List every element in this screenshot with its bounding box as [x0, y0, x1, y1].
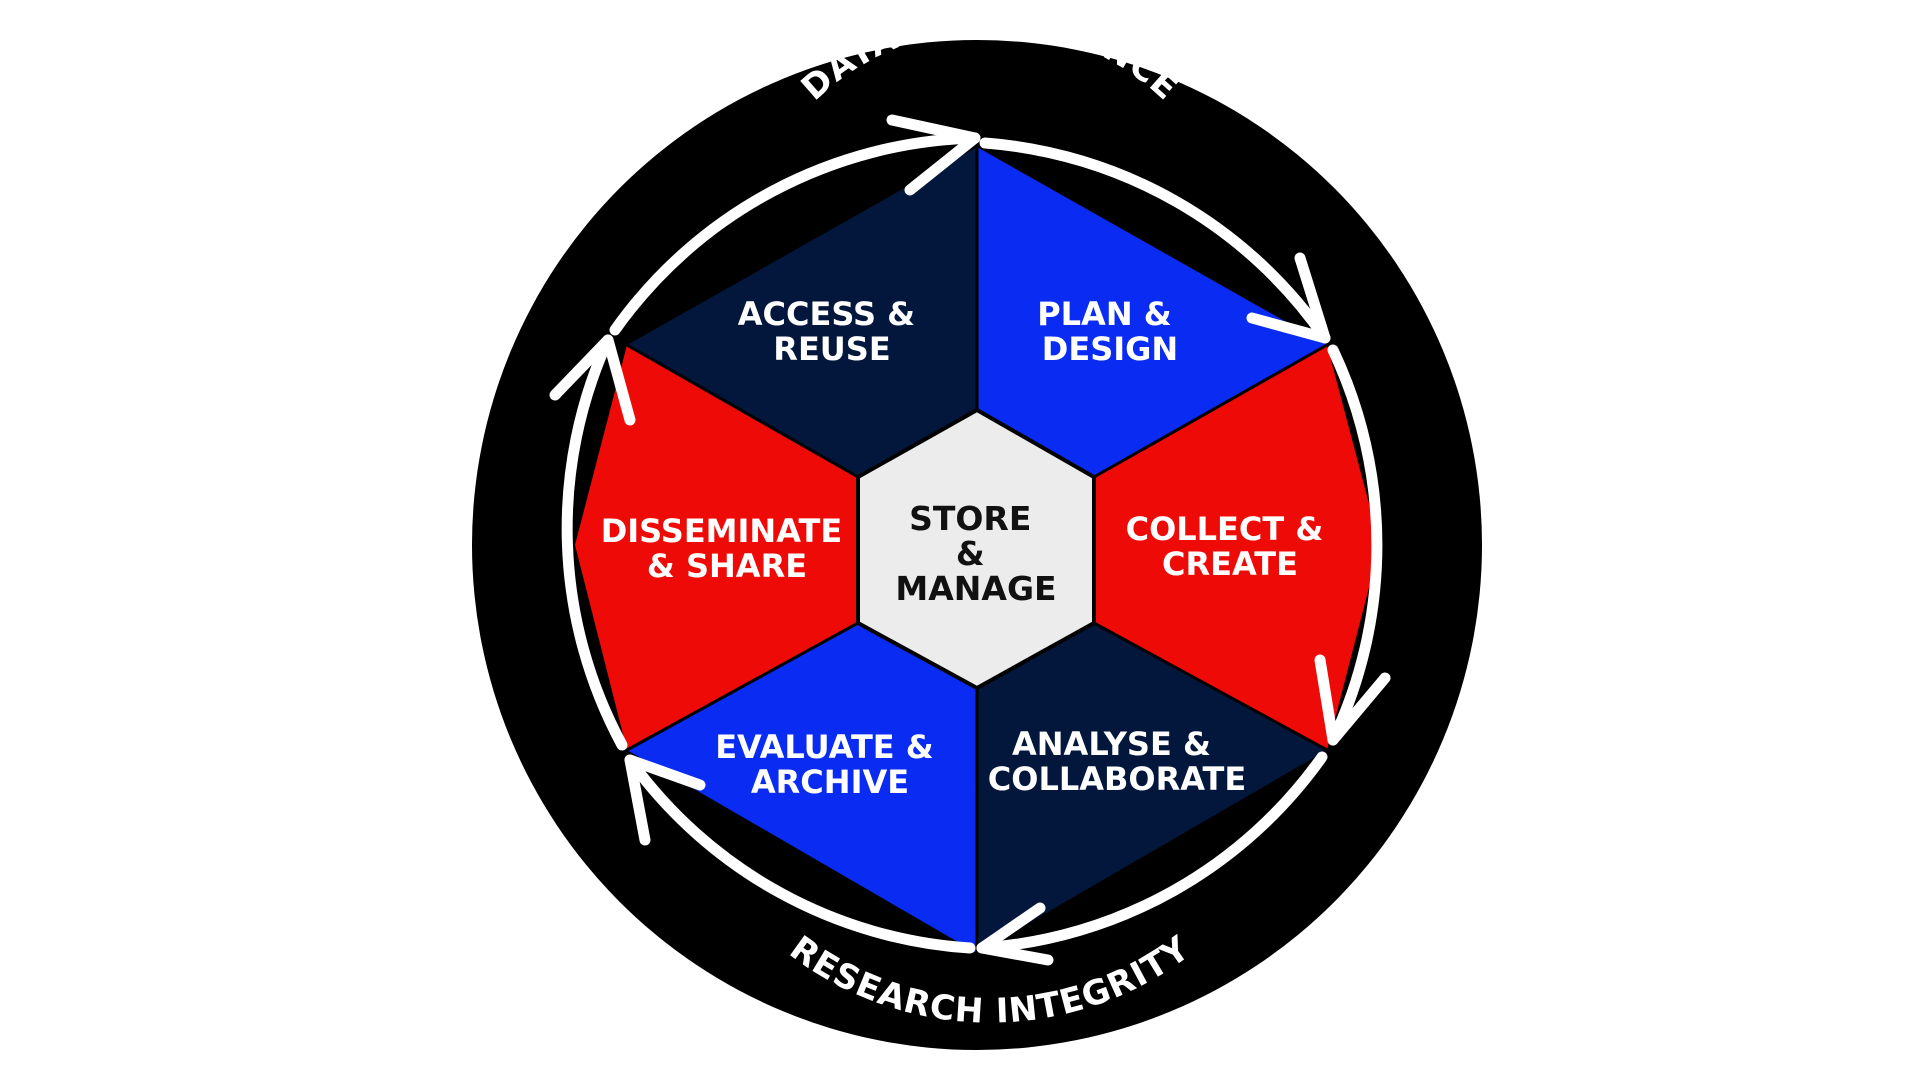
segment-evaluate-archive: [627, 623, 977, 953]
arrow-head-top: [886, 114, 981, 196]
label-plan-design: PLAN & DESIGN: [1037, 295, 1183, 368]
segment-analyse-collaborate: [977, 623, 1327, 953]
label-access-reuse: ACCESS & REUSE: [738, 295, 926, 368]
arrow-left: [561, 334, 628, 751]
label-disseminate-share: DISSEMINATE & SHARE: [601, 512, 854, 585]
label-evaluate-archive: EVALUATE & ARCHIVE: [715, 728, 945, 801]
arrow-head-bottom-right: [976, 902, 1054, 966]
arrow-bottom-left: [624, 754, 976, 954]
arrow-to-plan: [609, 132, 981, 336]
segment-disseminate-share: [575, 345, 858, 750]
arrow-head-bottom-left: [624, 754, 706, 846]
arrow-head-right: [1314, 654, 1391, 746]
label-analyse-collaborate: ANALYSE & COLLABORATE: [988, 725, 1246, 798]
arrow-top-right: [979, 137, 1331, 344]
arrow-head-left: [549, 334, 636, 426]
cycle-arrows: [549, 114, 1391, 966]
label-store-manage: STORE & MANAGE: [895, 499, 1056, 608]
label-collect-create: COLLECT & CREATE: [1126, 510, 1335, 583]
arrow-right: [1327, 344, 1383, 746]
arrow-bottom-right: [976, 751, 1328, 954]
center-hexagon: [856, 407, 1096, 691]
arrow-head-top-right: [1246, 252, 1331, 344]
segment-dividers: [626, 147, 1328, 953]
segment-collect-create: [1094, 345, 1380, 750]
